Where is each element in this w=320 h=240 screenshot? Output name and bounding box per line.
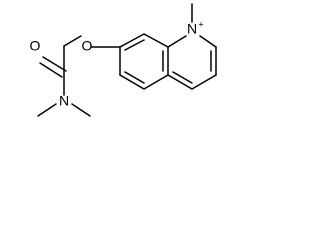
ring-nitrogen-charge: +: [198, 19, 203, 29]
ring-bond-c5-c6: [119, 74, 145, 90]
ester-oxygen-label: O: [82, 38, 93, 54]
ring-bond-n1-c2: [199, 35, 217, 48]
ring-inner-double-c5-c6: [124, 71, 145, 84]
ring-bond-c8-c8a: [143, 33, 169, 48]
ring-inner-double-c4-c4a: [172, 71, 193, 84]
carbonyl-oxygen-label: O: [30, 38, 41, 54]
quinolinium-ring: [90, 3, 217, 90]
structure-canvas: O O N N +: [0, 0, 254, 126]
carbonyl-double-bond-a: [42, 56, 67, 72]
n-methyl-right: [71, 103, 91, 117]
carbamate-group: [37, 35, 91, 117]
ring-bond-c8a-n1: [167, 35, 187, 48]
ester-bond-right: [63, 35, 82, 47]
ring-bond-c3-c4: [191, 74, 217, 90]
carbonyl-double-bond-b: [39, 62, 63, 78]
ring-bond-c7-c8: [119, 33, 145, 48]
ring-nitrogen-label: N: [187, 21, 197, 37]
ring-bond-c4a-c5: [143, 74, 169, 90]
carbamate-nitrogen-label: N: [59, 93, 69, 109]
ring-bond-c4-c4a: [167, 74, 193, 90]
ring-inner-double-c7-c8: [124, 39, 145, 51]
n-methyl-left: [37, 103, 57, 117]
molecule-structure: O O N N +: [30, 3, 217, 117]
